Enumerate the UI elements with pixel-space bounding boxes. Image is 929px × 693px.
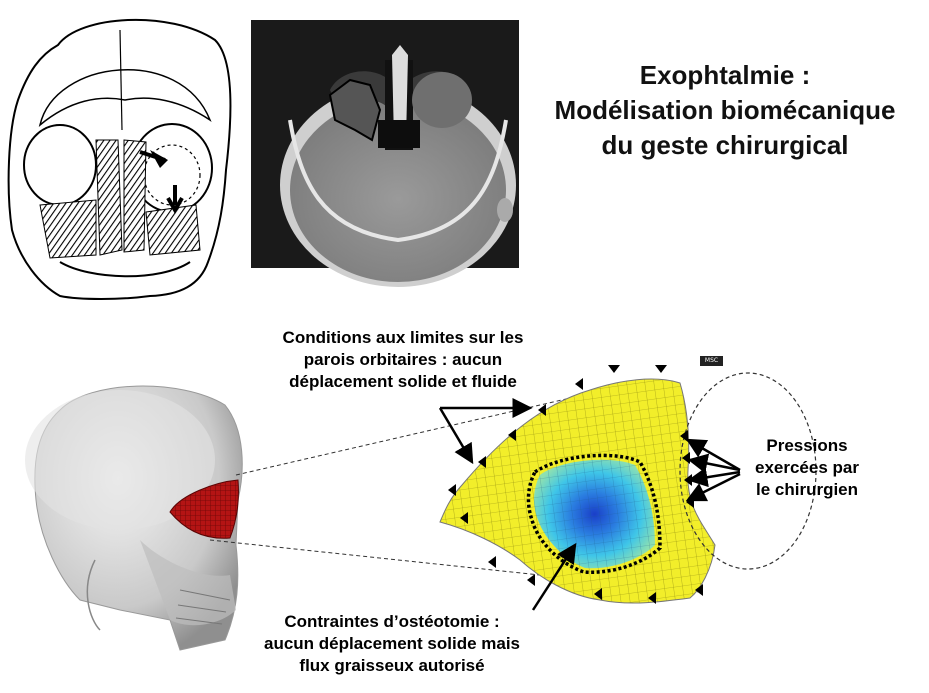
label-line: Contraintes d’ostéotomie : [284, 612, 500, 631]
msc-logo: MSC [700, 356, 723, 366]
finite-element-mesh [439, 378, 716, 604]
label-line: exercées par [755, 458, 859, 477]
title-line-3: du geste chirurgical [601, 130, 849, 160]
page-title: Exophtalmie : Modélisation biomécanique … [520, 58, 929, 163]
title-line-1: Exophtalmie : [639, 60, 811, 90]
label-line: déplacement solide et fluide [289, 372, 517, 391]
title-line-2: Modélisation biomécanique [554, 95, 896, 125]
label-line: parois orbitaires : aucun [303, 350, 503, 369]
surgeon-pressure-label: Pressions exercées par le chirurgien [732, 435, 882, 501]
osteotomy-constraints-label: Contraintes d’ostéotomie : aucun déplace… [222, 611, 562, 677]
pressure-zone-outline [679, 372, 817, 570]
coronal-skull-drawing [7, 18, 232, 300]
boundary-conditions-label: Conditions aux limites sur les parois or… [238, 327, 568, 393]
orbit-red-region [169, 479, 239, 539]
label-line: Conditions aux limites sur les [282, 328, 524, 347]
label-line: Pressions [766, 436, 848, 455]
ct-scan-image [251, 20, 519, 287]
label-line: flux graisseux autorisé [299, 656, 485, 675]
skull-3d-render [25, 385, 243, 651]
label-line: le chirurgien [755, 480, 859, 499]
pointer-arrows [438, 398, 741, 611]
label-line: aucun déplacement solide mais [263, 634, 521, 653]
